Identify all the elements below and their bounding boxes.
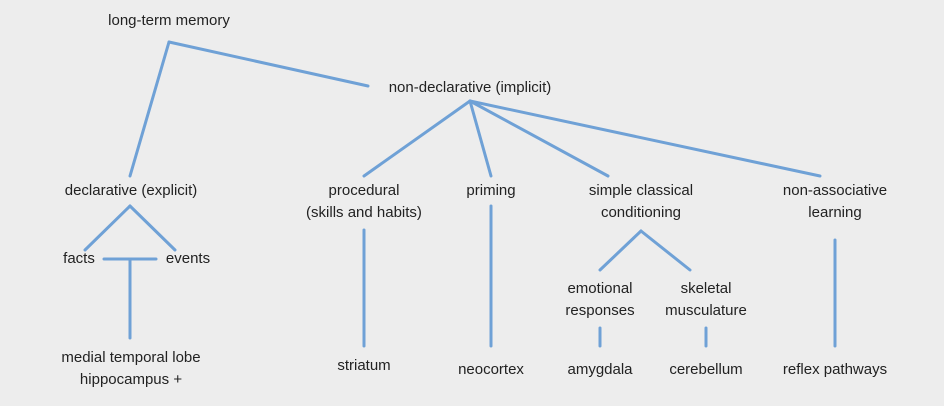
node-striatum-label: striatum — [337, 357, 391, 374]
node-skeletal-line1: skeletal — [680, 280, 732, 297]
node-declarative-label: declarative (explicit) — [64, 182, 198, 199]
link-declarative-split — [83, 204, 132, 252]
node-emotional-responses: emotional responses — [565, 278, 634, 322]
node-declarative: declarative (explicit) — [65, 180, 198, 202]
node-neocortex: neocortex — [458, 359, 524, 381]
node-emotional-line1: emotional — [567, 280, 633, 297]
node-procedural-line2: (skills and habits) — [306, 204, 422, 221]
node-facts: facts — [63, 248, 95, 270]
node-non-declarative-label: non-declarative (implicit) — [388, 79, 552, 96]
node-neocortex-label: neocortex — [458, 361, 524, 378]
link-root-nondeclarative — [167, 40, 370, 88]
node-mtl-line2: hippocampus + — [79, 371, 183, 388]
link-root-declarative — [128, 40, 171, 178]
node-priming-label: priming — [466, 182, 516, 199]
link-nd-conditioning — [468, 99, 610, 178]
node-procedural-line1: procedural — [328, 182, 400, 199]
node-long-term-memory: long-term memory — [108, 10, 230, 32]
node-long-term-memory-label: long-term memory — [108, 12, 230, 29]
node-procedural: procedural (skills and habits) — [306, 180, 422, 224]
node-amygdala-label: amygdala — [567, 361, 633, 378]
node-events: events — [166, 248, 210, 270]
node-amygdala: amygdala — [567, 359, 632, 381]
node-mtl-line1: medial temporal lobe — [61, 349, 201, 366]
link-conditioning-skeletal — [639, 229, 692, 272]
node-cerebellum-label: cerebellum — [669, 361, 743, 378]
link-conditioning-emotional — [598, 229, 643, 272]
node-conditioning-line1: simple classical — [588, 182, 694, 199]
node-events-label: events — [165, 250, 211, 267]
node-priming: priming — [466, 180, 515, 202]
link-nd-procedural — [362, 99, 472, 178]
node-non-associative-learning: non-associative learning — [783, 180, 887, 224]
node-non-declarative: non-declarative (implicit) — [389, 77, 552, 99]
node-nonassociative-line2: learning — [808, 204, 862, 221]
node-conditioning-line2: conditioning — [600, 204, 682, 221]
node-medial-temporal-lobe: medial temporal lobe hippocampus + — [61, 347, 200, 391]
link-nd-priming — [468, 99, 493, 178]
node-reflex-pathways-label: reflex pathways — [782, 361, 888, 378]
link-nd-nonassociative — [468, 99, 822, 178]
node-reflex-pathways: reflex pathways — [783, 359, 887, 381]
node-facts-label: facts — [63, 250, 95, 267]
node-cerebellum: cerebellum — [669, 359, 742, 381]
node-striatum: striatum — [337, 355, 390, 377]
node-emotional-line2: responses — [565, 302, 635, 319]
node-skeletal-musculature: skeletal musculature — [665, 278, 747, 322]
node-simple-classical-conditioning: simple classical conditioning — [589, 180, 693, 224]
node-nonassociative-line1: non-associative — [782, 182, 888, 199]
link-declarative-split-right — [128, 204, 177, 252]
node-skeletal-line2: musculature — [665, 302, 747, 319]
